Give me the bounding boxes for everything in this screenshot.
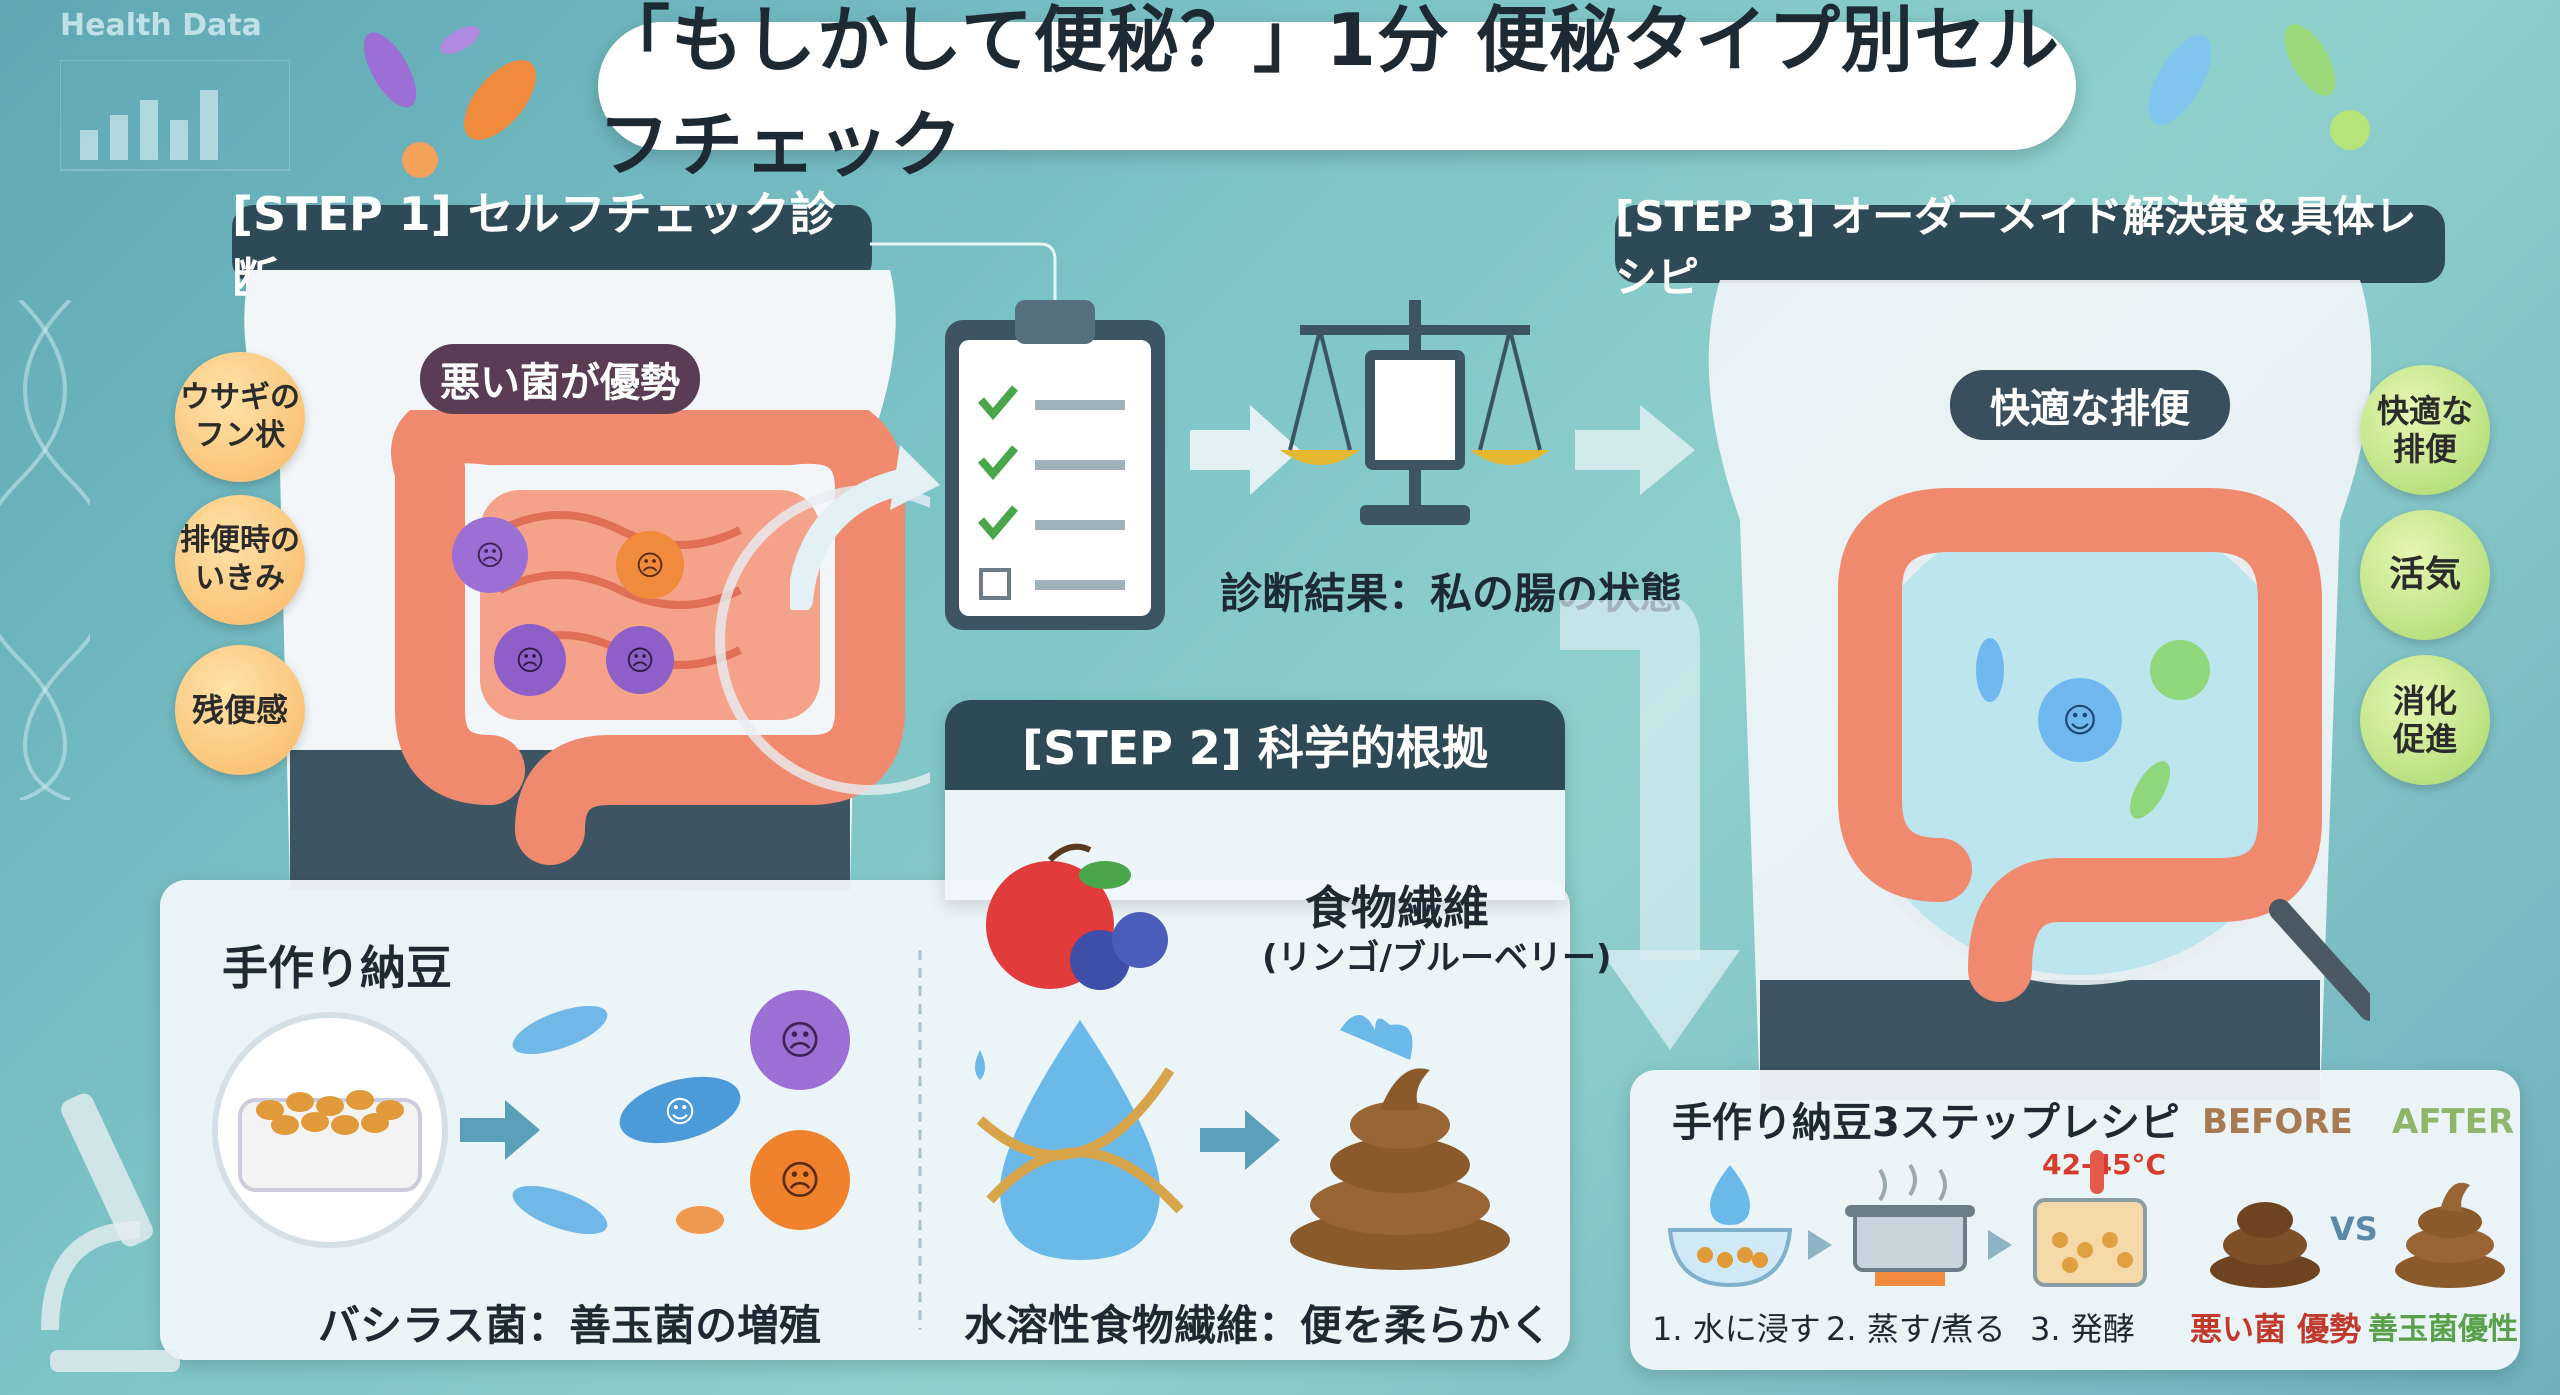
balance-scale-icon bbox=[1280, 300, 1550, 525]
symptom-badge-label: 排便時の いきみ bbox=[180, 523, 300, 596]
divider bbox=[918, 950, 922, 1330]
svg-text:☹: ☹ bbox=[515, 644, 544, 677]
corner-label: Health Data bbox=[60, 8, 262, 43]
before-label: BEFORE bbox=[2202, 1102, 2353, 1142]
step3-header: [STEP 3] オーダーメイド解決策＆具体レシピ bbox=[1615, 192, 2445, 302]
symptom-badge-residual: 残便感 bbox=[175, 645, 305, 775]
step1-callout: 悪い菌が優勢 bbox=[420, 344, 700, 414]
natto-bowl-icon bbox=[212, 1012, 448, 1248]
apple-blueberry-icon bbox=[986, 843, 1168, 990]
arrow-right-icon bbox=[1200, 1110, 1280, 1170]
fiber-title: 食物繊維 bbox=[1305, 881, 1489, 935]
fiber-caption: 水溶性食物繊維：便を柔らかく bbox=[964, 1301, 1553, 1350]
bad-bacteria-icon: ☹ ☹ ☹ ☹ bbox=[452, 517, 684, 696]
arrow-right-icon bbox=[1575, 405, 1695, 495]
before-caption: 悪い菌 優勢 bbox=[2190, 1310, 2362, 1348]
symptom-badge-rabbit: ウサギの フン状 bbox=[175, 352, 305, 482]
bacteria-decoration-right-icon bbox=[2148, 24, 2370, 150]
curved-arrow-icon bbox=[790, 445, 940, 610]
flow-arrow-down-icon bbox=[1560, 600, 1740, 1050]
benefit-badge-label: 活気 bbox=[2388, 554, 2461, 595]
benefit-badge-comfort: 快適な 排便 bbox=[2360, 365, 2490, 495]
benefit-badge-label: 快適な 排便 bbox=[2376, 392, 2473, 468]
benefit-badge-label: 消化 促進 bbox=[2392, 682, 2457, 758]
svg-text:☺: ☺ bbox=[2062, 701, 2097, 741]
step-arrow-icon bbox=[1808, 1230, 1832, 1260]
after-caption: 善玉菌優性 bbox=[2368, 1312, 2518, 1347]
recipe-step-1: 1. 水に浸す bbox=[1652, 1310, 1821, 1348]
step3-callout: 快適な排便 bbox=[1950, 370, 2230, 440]
recipe-title: 手作り納豆3ステップレシピ bbox=[1672, 1100, 2180, 1146]
connector-line bbox=[870, 242, 1057, 320]
natto-title: 手作り納豆 bbox=[222, 941, 452, 995]
poop-before-icon bbox=[2210, 1202, 2320, 1288]
svg-text:☹: ☹ bbox=[635, 549, 664, 582]
dna-helix-icon bbox=[0, 300, 90, 800]
microscope-icon bbox=[41, 1093, 180, 1372]
arrow-right-icon bbox=[460, 1100, 540, 1160]
svg-text:☹: ☹ bbox=[779, 1158, 821, 1204]
after-label: AFTER bbox=[2392, 1102, 2515, 1142]
ferment-box-icon bbox=[2033, 1150, 2147, 1287]
steam-pot-icon bbox=[1845, 1163, 1975, 1286]
svg-text:☹: ☹ bbox=[625, 644, 654, 677]
poop-after-icon bbox=[2395, 1182, 2505, 1288]
symptom-badge-label: ウサギの フン状 bbox=[180, 380, 300, 453]
svg-text:☺: ☺ bbox=[664, 1095, 695, 1130]
step2-header: [STEP 2] 科学的根拠 bbox=[945, 700, 1565, 790]
step-arrow-icon bbox=[1988, 1230, 2012, 1260]
symptom-badge-label: 残便感 bbox=[191, 691, 288, 729]
symptom-badge-straining: 排便時の いきみ bbox=[175, 495, 305, 625]
bar-graph-icon bbox=[60, 60, 290, 171]
vs-label: VS bbox=[2330, 1210, 2378, 1248]
soak-bowl-icon bbox=[1667, 1165, 1793, 1288]
clipboard-checklist-icon bbox=[945, 300, 1165, 630]
benefit-badge-digestion: 消化 促進 bbox=[2360, 655, 2490, 785]
bacteria-decoration-icon bbox=[363, 26, 536, 178]
page-title: 「もしかして便秘？」1分 便秘タイプ別セルフチェック bbox=[598, 0, 2076, 187]
bacillus-bacteria-icon: ☹ ☹ ☺ bbox=[512, 990, 850, 1235]
recipe-temperature: 42-45°C bbox=[2042, 1148, 2167, 1181]
recipe-step-2: 2. 蒸す/煮る bbox=[1826, 1310, 2006, 1348]
svg-text:☹: ☹ bbox=[475, 539, 504, 572]
recipe-step-3: 3. 発酵 bbox=[2030, 1310, 2135, 1348]
water-drop-fiber-icon bbox=[975, 1020, 1184, 1260]
fiber-subtitle: (リンゴ/ブルーベリー) bbox=[1262, 938, 1612, 978]
natto-caption: バシラス菌：善玉菌の増殖 bbox=[318, 1301, 822, 1350]
arrow-right-icon bbox=[1190, 405, 1300, 495]
benefit-badge-energy: 活気 bbox=[2360, 510, 2490, 640]
svg-text:☹: ☹ bbox=[779, 1018, 821, 1064]
intestine-healthy-illustration: ☺ bbox=[1835, 488, 2370, 1021]
poop-soft-icon bbox=[1290, 1015, 1510, 1270]
